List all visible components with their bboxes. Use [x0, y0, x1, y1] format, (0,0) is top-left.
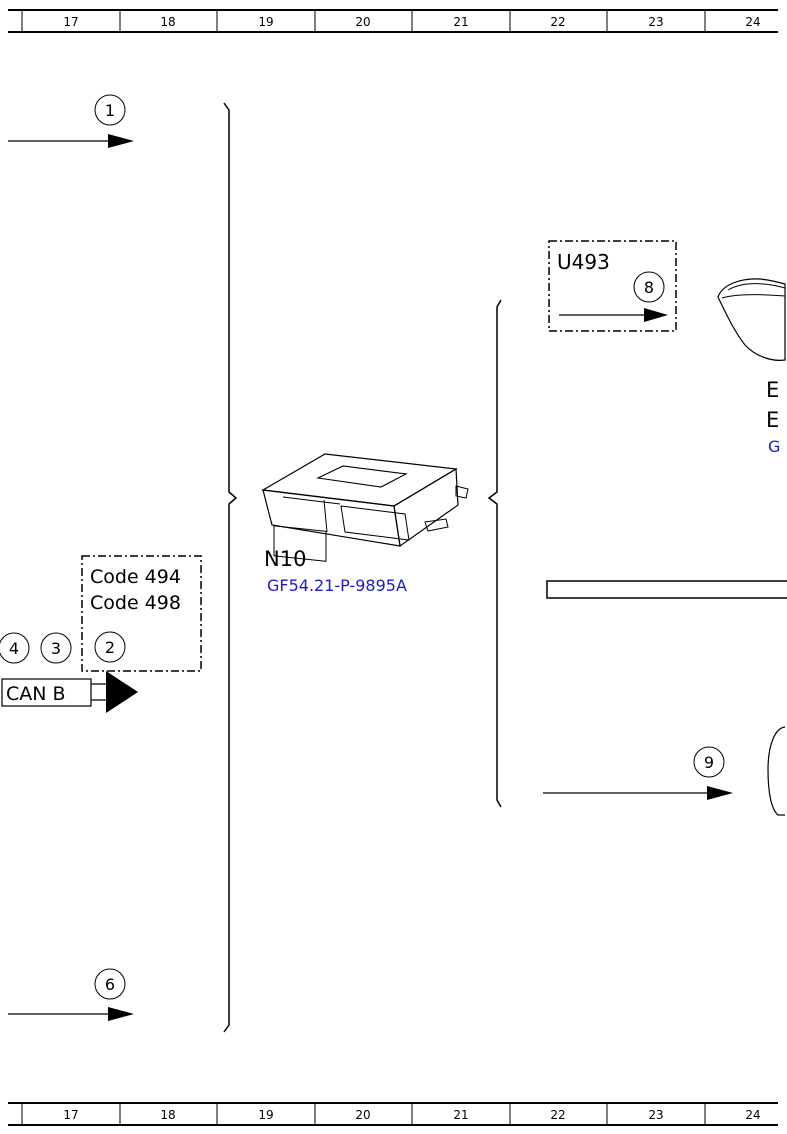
component-outline-partial — [767, 726, 786, 816]
callout-circle — [94, 631, 126, 663]
code-line-1: Code 494 — [90, 566, 181, 588]
n10-designation: N10 — [264, 547, 306, 571]
callout-6-group[interactable]: 6 — [8, 968, 134, 1021]
harness-bar — [546, 580, 787, 599]
bus-label-box — [1, 678, 92, 707]
grid-col-label: 24 — [745, 15, 760, 29]
grid-col-label: 21 — [453, 15, 468, 29]
callout-number: 4 — [9, 639, 19, 658]
callout-circle — [94, 94, 126, 126]
grid-col-label: 17 — [63, 15, 78, 29]
grid-col-label: 19 — [258, 15, 273, 29]
callout-number: 8 — [644, 278, 654, 297]
callout-number: 3 — [51, 639, 61, 658]
arrow-head — [644, 308, 668, 322]
arrow-head — [108, 134, 134, 148]
grid-col-label: 20 — [355, 15, 370, 29]
callout-number: 6 — [105, 975, 115, 994]
arrow-head — [707, 786, 733, 800]
e-designation-2: E — [766, 408, 779, 432]
u493-label: U493 — [557, 250, 610, 274]
callout-circle — [94, 968, 126, 1000]
speaker-icon-partial[interactable] — [717, 278, 786, 361]
grid-col-label: 20 — [355, 1108, 370, 1122]
callout-circle — [693, 746, 725, 778]
grid-col-label: 22 — [550, 1108, 565, 1122]
grid-bar-top: 17 18 19 20 21 22 23 24 — [8, 9, 778, 33]
grid-col-label: 18 — [160, 15, 175, 29]
grid-col-label: 22 — [550, 15, 565, 29]
bus-label: CAN B — [6, 683, 66, 705]
grid-col-label: 24 — [745, 1108, 760, 1122]
u493-option-box: U493 8 — [548, 240, 677, 332]
grid-col-label: 23 — [648, 1108, 663, 1122]
arrow-head — [108, 1007, 134, 1021]
callout-3-group[interactable]: 3 — [40, 632, 72, 664]
grid-bar-bottom: 17 18 19 20 21 22 23 24 — [8, 1102, 778, 1126]
callout-number: 2 — [105, 638, 115, 657]
callout-circle — [40, 632, 72, 664]
e-ref-link[interactable]: G — [768, 437, 780, 456]
grid-col-label: 21 — [453, 1108, 468, 1122]
grid-col-label: 19 — [258, 1108, 273, 1122]
n10-module-icon[interactable] — [261, 453, 469, 562]
code-option-box: Code 494 Code 498 2 — [81, 555, 202, 672]
callout-number: 1 — [105, 101, 115, 120]
callout-circle — [633, 271, 665, 303]
grid-col-label: 18 — [160, 1108, 175, 1122]
right-brace — [487, 299, 502, 808]
e-designation-1: E — [766, 378, 779, 402]
code-line-2: Code 498 — [90, 592, 181, 614]
grid-col-label: 17 — [63, 1108, 78, 1122]
callout-number: 9 — [704, 753, 714, 772]
callout-1-group[interactable]: 1 — [8, 94, 134, 148]
bus-arrow-head — [106, 671, 138, 713]
n10-ref-link[interactable]: GF54.21-P-9895A — [267, 576, 407, 595]
callout-circle — [0, 632, 30, 664]
grid-col-label: 23 — [648, 15, 663, 29]
left-brace — [223, 102, 238, 1033]
callout-4-group[interactable]: 4 — [0, 632, 30, 664]
can-b-bus[interactable]: CAN B — [1, 671, 138, 713]
callout-9-group[interactable]: 9 — [543, 746, 733, 800]
